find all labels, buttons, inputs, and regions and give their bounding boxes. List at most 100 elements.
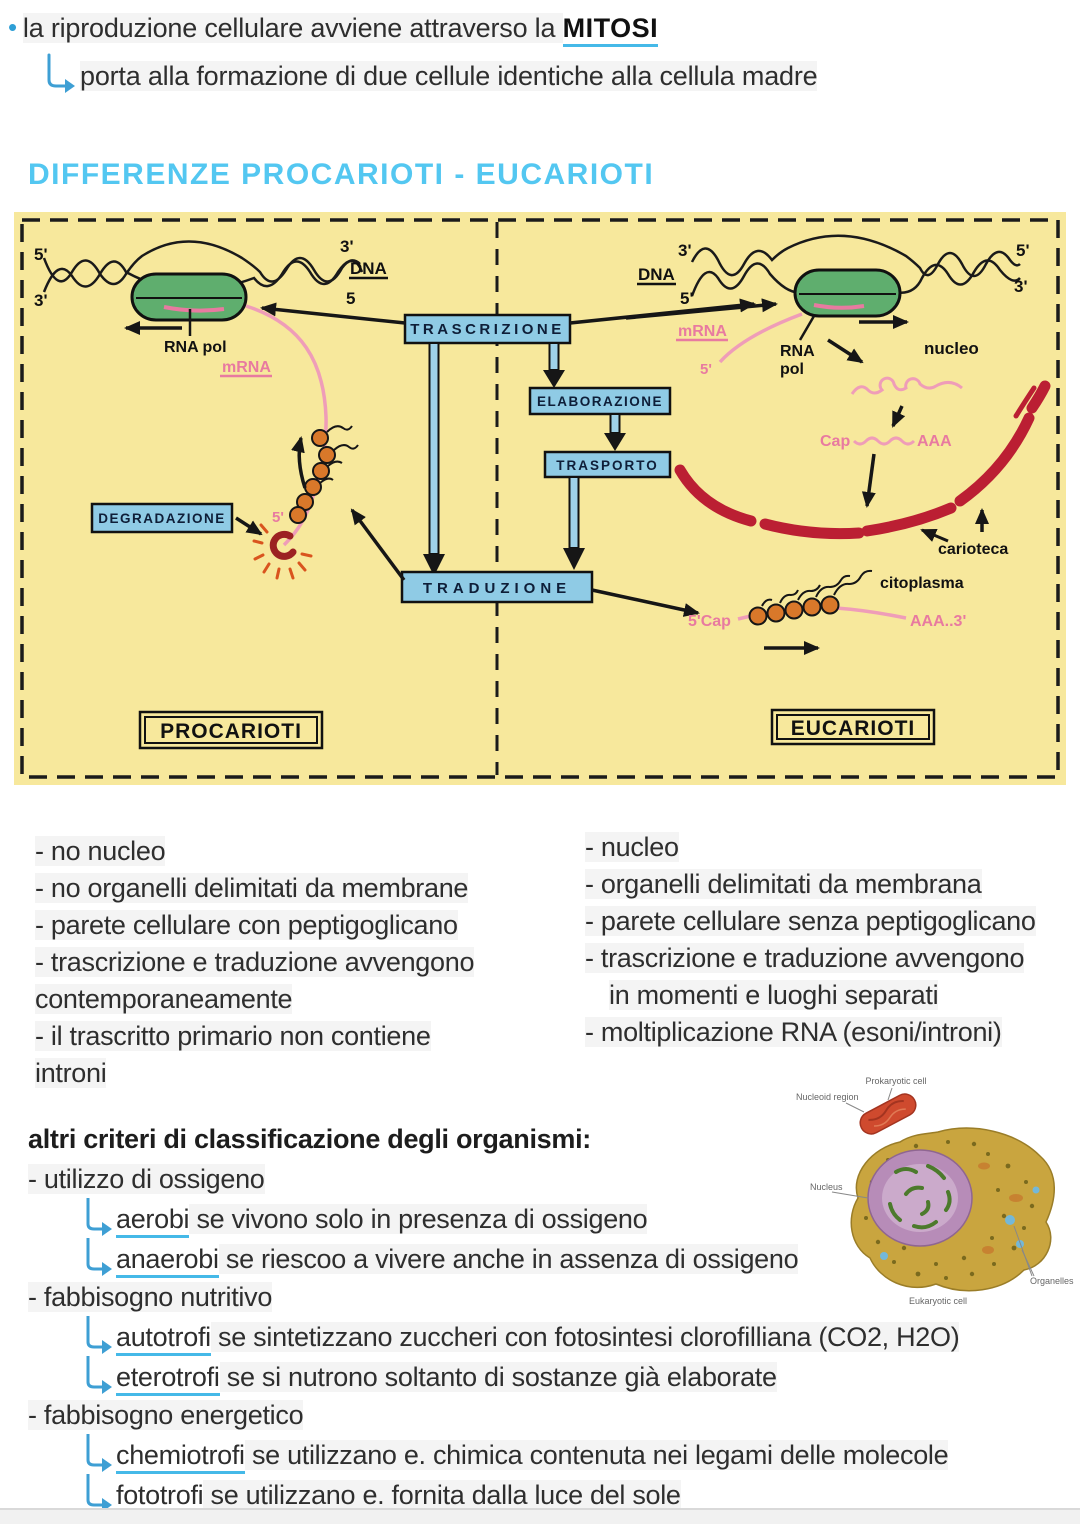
eukaryote-dna-helix [690,234,1021,297]
intro-subtext: porta alla formazione di due cellule ide… [80,61,818,91]
degradazione-arrow [235,516,263,536]
label-rna-pol: RNA pol [164,339,227,356]
svg-text:TRADUZIONE: TRADUZIONE [423,580,571,597]
trascrizione-left-arrow [260,302,406,325]
label-5prime: 5' [680,289,694,308]
label-eukaryotic-cell: Eukaryotic cell [909,1296,967,1306]
label-mrna-left: mRNA [222,359,271,376]
nucleoid-pointer [845,1102,865,1113]
prokaryote-pointer [887,1087,893,1101]
svg-text:TRASCRIZIONE: TRASCRIZIONE [410,321,565,338]
rna-pol-diagonal-arrow [827,338,864,364]
label-5prime-mrna: 5' [700,361,712,378]
organelles-pointer-2 [1021,1249,1035,1277]
rna-polymerase-right [793,268,902,318]
elbow-arrow-icon [86,1198,112,1236]
label-nucleoid-region: Nucleoid region [796,1092,859,1102]
label-nucleus: Nucleus [810,1182,843,1192]
svg-text:AAA: AAA [917,433,952,450]
label-3prime: 3' [34,291,48,310]
ribosomes-left [289,425,359,524]
svg-text:5'Cap: 5'Cap [688,613,731,630]
elaborazione-box: ELABORAZIONE [528,386,672,416]
eukaryotic-cell-drawing [850,1127,1055,1292]
comparison-item: contemporaneamente [35,984,293,1014]
criteria-sub-item: aerobi se vivono solo in presenza di oss… [28,1198,959,1238]
label-rna: RNA [780,343,815,360]
traduzione-to-ribosomes-arrow [350,508,406,582]
label-mrna-right: mRNA [678,323,727,340]
keyword-aerobi: aerobi [116,1204,190,1238]
comparison-item: - organelli delimitati da membrana [585,869,982,899]
cap-export-arrow [861,453,876,508]
mrna-strand-right [718,312,803,364]
svg-text:ELABORAZIONE: ELABORAZIONE [537,394,663,409]
label-5prime: 5' [1016,241,1030,260]
criteria-sub-item: eterotrofi se si nutrono soltanto di sos… [28,1356,959,1396]
traduzione-to-cap-arrow [591,588,700,617]
keyword-fototrofi: fototrofi [116,1480,204,1514]
carioteca-pointer [920,528,949,543]
flow-arrow-elaborazione-trasporto [604,413,626,451]
mrna-to-polymerase-arrow [625,298,778,320]
keyword-eterotrofi: eterotrofi [116,1362,220,1396]
label-dna: DNA [350,259,387,278]
comparison-item: - no nucleo [35,836,166,866]
criteria-group-label: - fabbisogno nutritivo [28,1282,273,1312]
criteria-sub-item: autotrofi se sintetizzano zuccheri con f… [28,1316,960,1356]
label-5: 5 [346,289,355,308]
criteria-title: altri criteri di classificazione degli o… [28,1124,591,1154]
carioteca-arcs [674,380,1051,540]
elbow-arrow-icon [47,53,75,93]
label-nucleo: nucleo [924,339,979,358]
degradazione-box: DEGRADAZIONE [90,502,234,534]
page-bottom-edge [0,1508,1080,1524]
svg-text:AAA..3': AAA..3' [910,613,966,630]
criteria-sub-item: fototrofi se utilizzano e. fornita dalla… [28,1474,959,1514]
label-5prime-degraded: 5' [272,509,284,526]
squiggle-to-cap-arrow [891,405,906,428]
criteria-group-label: - utilizzo di ossigeno [28,1164,265,1194]
comparison-item: - moltiplicazione RNA (esoni/introni) [585,1017,1002,1047]
comparison-item: - trascrizione e traduzione avvengono [35,947,475,977]
comparison-item: - trascrizione e traduzione avvengono [585,943,1025,973]
criteria-group-label: - fabbisogno energetico [28,1400,304,1430]
criteria-section: altri criteri di classificazione degli o… [28,1120,960,1514]
biology-diagram: 5' 3' 3' DNA 5 RNA pol mRNA DEGRADAZIONE [14,212,1066,785]
label-3prime: 3' [340,237,354,256]
comparison-column-prokaryotes: - no nucleo - no organelli delimitati da… [35,833,575,1092]
procarioti-label: PROCARIOTI [138,710,324,750]
eucarioti-label: EUCARIOTI [770,708,936,746]
svg-text:EUCARIOTI: EUCARIOTI [791,717,916,740]
intro-note-line2: porta alla formazione di due cellule ide… [44,53,818,93]
capped-mrna-label: Cap AAA [820,433,952,450]
svg-text:TRASPORTO: TRASPORTO [556,458,659,473]
criteria-sub-item: chemiotrofi se utilizzano e. chimica con… [28,1434,959,1474]
comparison-item: - parete cellulare senza peptigoglicano [585,906,1036,936]
comparison-item: - parete cellulare con peptigoglicano [35,910,458,940]
label-3prime: 3' [678,241,692,260]
flow-arrow-trascrizione-elaborazione [543,342,565,388]
label-prokaryotic-cell: Prokaryotic cell [865,1076,926,1086]
trasporto-box: TRASPORTO [543,450,672,479]
svg-text:Cap: Cap [820,433,850,450]
nucleus-pointer [831,1191,869,1199]
criteria-sub-item: anaerobi se riescoo a vivere anche in as… [28,1238,959,1278]
flow-arrow-trascrizione-traduzione [423,342,445,576]
trascrizione-box: TRASCRIZIONE [403,313,572,345]
flow-arrow-trasporto-traduzione [563,476,585,570]
elbow-arrow-icon [86,1434,112,1472]
comparison-item: introni [35,1058,107,1088]
comparison-item: - nucleo [585,832,679,862]
label-organelles: Organelles [1030,1276,1074,1286]
label-pol: pol [780,361,804,378]
comparison-item: in momenti e luoghi separati [609,980,939,1010]
label-3prime: 3' [1014,277,1028,296]
label-dna: DNA [638,265,675,284]
keyword-chemiotrofi: chemiotrofi [116,1440,245,1474]
keyword-mitosi: MITOSI [562,13,659,47]
intro-note-line1: •la riproduzione cellulare avviene attra… [8,12,659,47]
elbow-arrow-icon [86,1474,112,1512]
intro-text: la riproduzione cellulare avviene attrav… [22,13,563,43]
comparison-column-eukaryotes: - nucleo - organelli delimitati da membr… [585,829,1080,1051]
